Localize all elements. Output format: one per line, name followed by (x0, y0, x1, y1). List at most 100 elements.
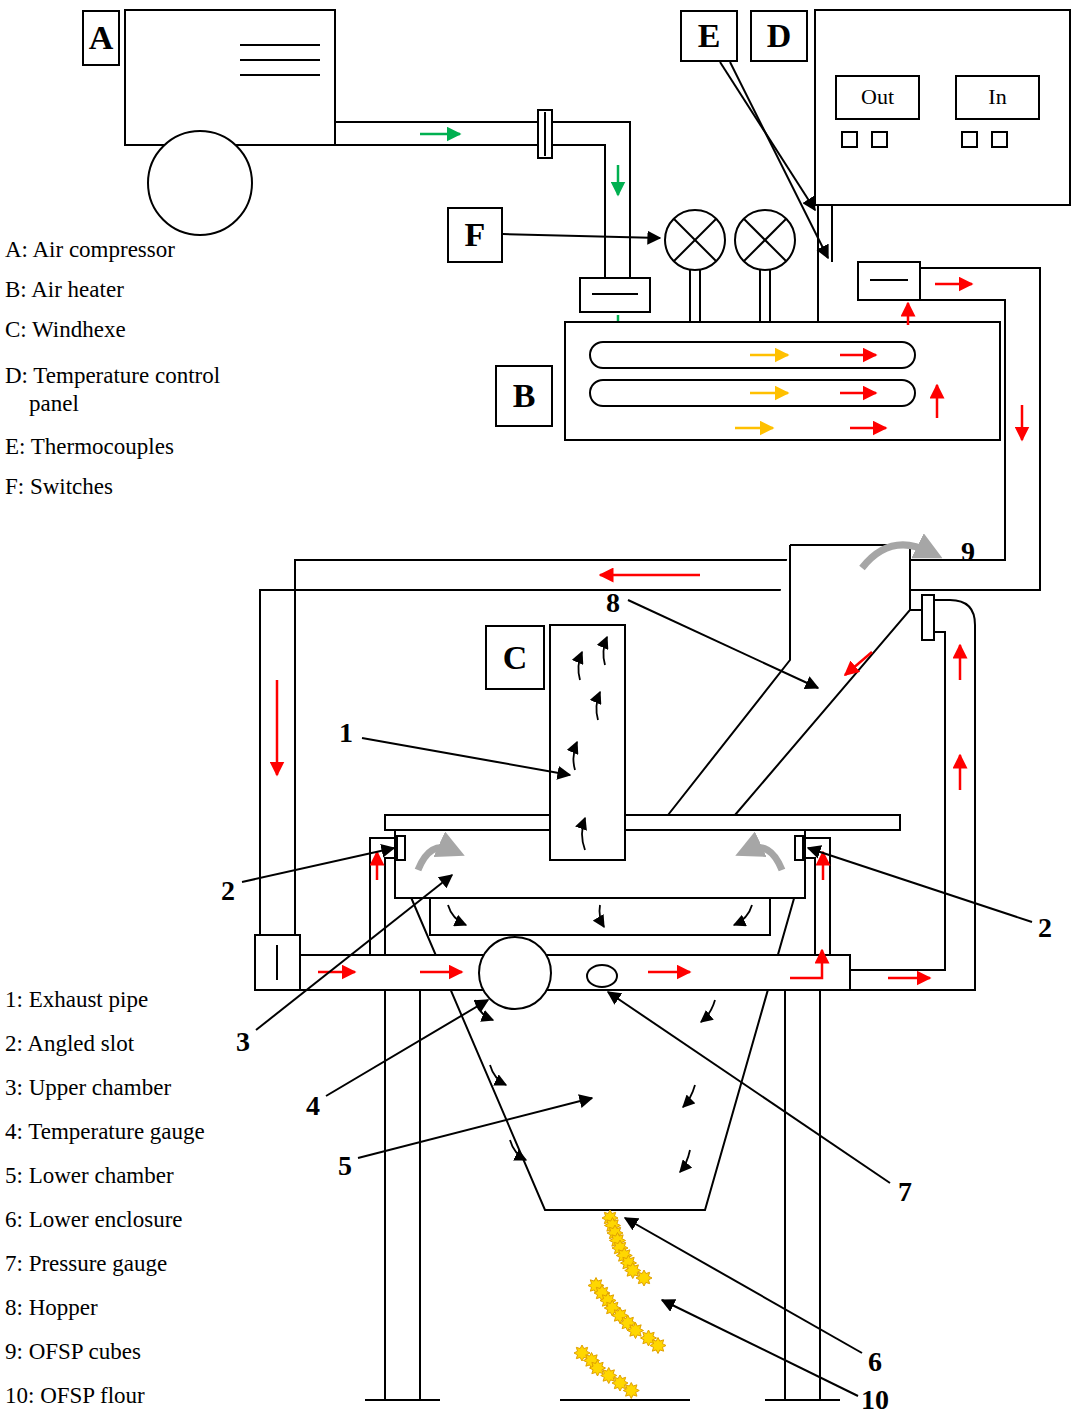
part-legend-text: C: Windhexe (5, 316, 126, 344)
warm-air-arrows-part (750, 354, 788, 357)
dryer-body-part (765, 1399, 840, 1401)
leader-lines-part (503, 234, 660, 238)
dryer-body-part (430, 898, 770, 935)
air-compressor-part (125, 10, 335, 145)
dryer-body-part (479, 937, 551, 1009)
leader-lines-part (628, 600, 818, 688)
dryer-body-part (276, 945, 278, 980)
hot-air-arrows-part (935, 283, 972, 286)
box-letter: B (513, 377, 536, 414)
callout-number: 6 (868, 1345, 882, 1379)
control-panel-part (962, 132, 977, 147)
dryer-body-part (300, 955, 850, 990)
swirl-arrows-part (862, 545, 930, 568)
supply-pipe-part (580, 278, 650, 312)
air-heater-part (590, 342, 915, 368)
switch-stems-part (759, 270, 761, 322)
air-heater-part (870, 279, 908, 281)
flow-arrows-part (448, 905, 466, 925)
leader-lines-part (362, 738, 570, 775)
dryer-body-part (385, 815, 900, 830)
leader-lines-part (625, 1218, 862, 1353)
box-letter: D (767, 17, 792, 54)
air-compressor-part (148, 131, 252, 235)
switches (665, 210, 795, 270)
hot-air-arrows-part (276, 680, 279, 775)
dryer-body-part (384, 990, 386, 1400)
part-legend-text: 9: OFSP cubes (5, 1338, 141, 1366)
leader-lines-part (730, 62, 828, 258)
callout-number: 5 (338, 1149, 352, 1183)
air-heater-part (565, 322, 1000, 440)
letter-box: F (447, 207, 503, 263)
control-panel (815, 10, 1070, 205)
flour-particle (623, 1383, 639, 1399)
cold-air-arrows-part (420, 133, 460, 136)
switch-stems-part (831, 205, 833, 262)
letter-box: D (750, 10, 808, 62)
control-panel-part (872, 132, 887, 147)
switches-part (735, 210, 795, 270)
flow-arrows-part (600, 905, 605, 927)
flow-arrows-part (734, 905, 752, 925)
part-legend-text: 7: Pressure gauge (5, 1250, 167, 1278)
dryer-body-part (803, 838, 830, 955)
callout-number: 1 (339, 716, 353, 750)
display-box: Out (835, 75, 920, 120)
dryer-body-part (850, 632, 945, 970)
supply-pipe-part (335, 122, 630, 278)
part-legend-text: A: Air compressor (5, 236, 175, 264)
dryer-air-arrows-part (959, 755, 962, 790)
letter-box: C (485, 625, 545, 690)
dryer-body-part (735, 545, 910, 815)
supply-pipe-part (538, 110, 552, 158)
flow-arrows-part (680, 1150, 690, 1172)
part-legend-text: 1: Exhaust pipe (5, 986, 148, 1014)
dryer-body (255, 545, 975, 1400)
warm-air-arrows (735, 355, 788, 428)
flow-arrows-part (573, 742, 577, 770)
box-letter: In (988, 85, 1006, 109)
hot-air-arrows-part (936, 385, 939, 418)
flow-arrows-part (490, 1065, 506, 1085)
air-compressor-part (240, 44, 320, 46)
box-letter: C (503, 639, 528, 676)
dryer-body-part (668, 545, 790, 815)
switches-part (744, 219, 786, 261)
box-letter: E (698, 17, 721, 54)
supply-pipe-part (335, 145, 605, 278)
hot-air-arrows-part (1021, 405, 1024, 440)
leader-lines-part (326, 1000, 488, 1096)
dryer-air-arrows-part (420, 971, 462, 974)
dryer-body-part (803, 858, 815, 955)
dryer-body-part (922, 595, 934, 640)
part-legend-text: 2: Angled slot (5, 1030, 134, 1058)
callout-number: 9 (961, 535, 975, 569)
flour-particles (574, 1210, 666, 1399)
dryer-body-part (385, 858, 397, 955)
letter-box: B (495, 365, 553, 427)
air-heater-part (858, 262, 920, 300)
leader-lines-part (242, 848, 394, 882)
letter-box: A (82, 10, 120, 66)
part-legend-text: 3: Upper chamber (5, 1074, 171, 1102)
leader-lines-part (808, 848, 1032, 922)
dryer-body-part (410, 895, 795, 1210)
dryer-air-arrows-part (822, 852, 825, 880)
flow-arrows-part (596, 692, 600, 720)
box-letter: F (465, 216, 486, 253)
box-letter: A (89, 19, 114, 56)
dryer-air-arrows-part (888, 977, 930, 980)
flow-arrows-part (683, 1085, 695, 1107)
dryer-air-arrows-part (959, 645, 962, 680)
swirl-arrows (418, 545, 930, 870)
air-compressor-part (240, 59, 320, 61)
flow-arrows-part (510, 1140, 526, 1160)
leader-lines-part (662, 1300, 858, 1396)
flour-particle (636, 1270, 652, 1286)
air-heater (565, 262, 1000, 440)
dryer-body-part (255, 935, 300, 990)
supply-pipe-part (592, 293, 638, 295)
dryer-air-arrows-part (318, 971, 355, 974)
